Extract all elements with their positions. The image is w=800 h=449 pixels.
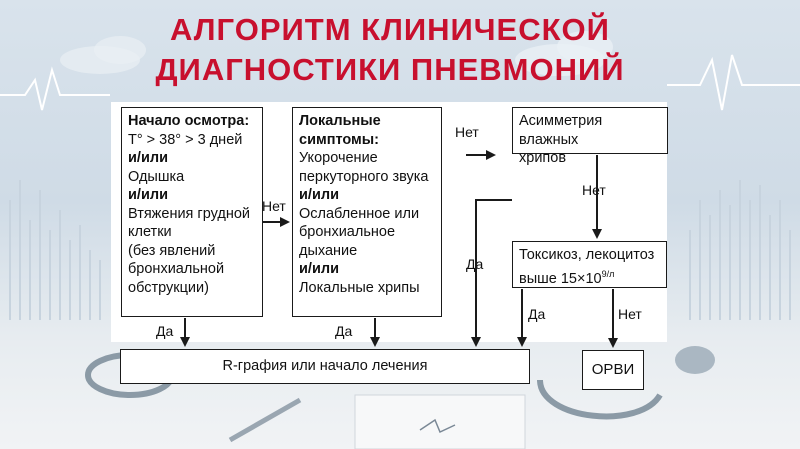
no-label: Нет <box>455 124 479 140</box>
exam-start-line: клетки <box>128 224 172 240</box>
no-label: Нет <box>582 182 606 198</box>
arvi-text: ОРВИ <box>591 360 635 378</box>
and-or-label: и/или <box>128 150 168 166</box>
paper-document-decoration <box>354 394 526 449</box>
cloud-decoration-left <box>60 36 146 74</box>
xray-treatment-text: R-графия или начало лечения <box>222 358 428 375</box>
local-symptoms-line: Укорочение <box>299 150 378 166</box>
yes-label: Да <box>528 306 546 322</box>
local-symptoms-heading: Локальные <box>299 113 381 129</box>
heartbeat-line-left <box>0 66 110 111</box>
no-label: Нет <box>262 198 286 214</box>
rales-asymmetry-box: Асимметрия влажных хрипов <box>512 107 668 166</box>
and-or-label: и/или <box>299 187 339 203</box>
bar-pattern-right <box>689 180 791 320</box>
local-symptoms-line: перкуторного звука <box>299 168 429 185</box>
local-symptoms-line: Локальные хрипы <box>299 279 420 296</box>
exam-start-line: обструкции) <box>128 279 209 296</box>
local-symptoms-line: дыхание <box>299 242 358 259</box>
yes-label: Да <box>466 256 484 272</box>
exam-start-box: Начало осмотра: T° > 38° > 3 дней и/или … <box>121 107 263 317</box>
local-symptoms-box: Локальные симптомы: Укорочение перкуторн… <box>292 107 442 317</box>
local-symptoms-heading: симптомы: <box>299 131 379 148</box>
yes-label: Да <box>156 323 174 339</box>
heartbeat-line-right <box>667 54 800 111</box>
toxicosis-box: Токсикоз, лекоцитоз выше 15×109/л <box>512 241 667 288</box>
rales-asymmetry-line: Асимметрия влажных <box>519 113 603 148</box>
cloud-decoration-right <box>515 31 613 76</box>
exam-start-line: T° > 38° > 3 дней <box>128 131 243 148</box>
no-label: Нет <box>618 306 642 322</box>
exam-start-line: Втяжения грудной <box>128 205 251 222</box>
rales-asymmetry-line: хрипов <box>519 150 567 166</box>
yes-label: Да <box>335 323 353 339</box>
toxicosis-value: выше 15×10 <box>519 270 602 287</box>
local-symptoms-line: бронхиальное <box>299 224 396 240</box>
exam-start-heading: Начало осмотра: <box>128 113 250 129</box>
local-symptoms-line: Ослабленное или <box>299 205 420 222</box>
exam-start-line: бронхиальной <box>128 261 225 277</box>
toxicosis-unit: 9/л <box>601 268 615 279</box>
and-or-label: и/или <box>128 187 168 203</box>
bar-pattern-left <box>9 180 101 320</box>
pen-decoration <box>228 397 302 443</box>
page-title-line-1: АЛГОРИТМ КЛИНИЧЕСКОЙ <box>170 12 610 47</box>
arvi-box: ОРВИ <box>582 350 644 390</box>
toxicosis-line-2: выше 15×109/л <box>519 265 660 288</box>
xray-treatment-box: R-графия или начало лечения <box>120 349 530 384</box>
page-title-line-2: ДИАГНОСТИКИ ПНЕВМОНИЙ <box>155 52 625 87</box>
and-or-label: и/или <box>299 261 339 277</box>
exam-start-line: (без явлений <box>128 242 216 259</box>
exam-start-line: Одышка <box>128 168 185 185</box>
toxicosis-line: Токсикоз, лекоцитоз <box>519 247 655 263</box>
